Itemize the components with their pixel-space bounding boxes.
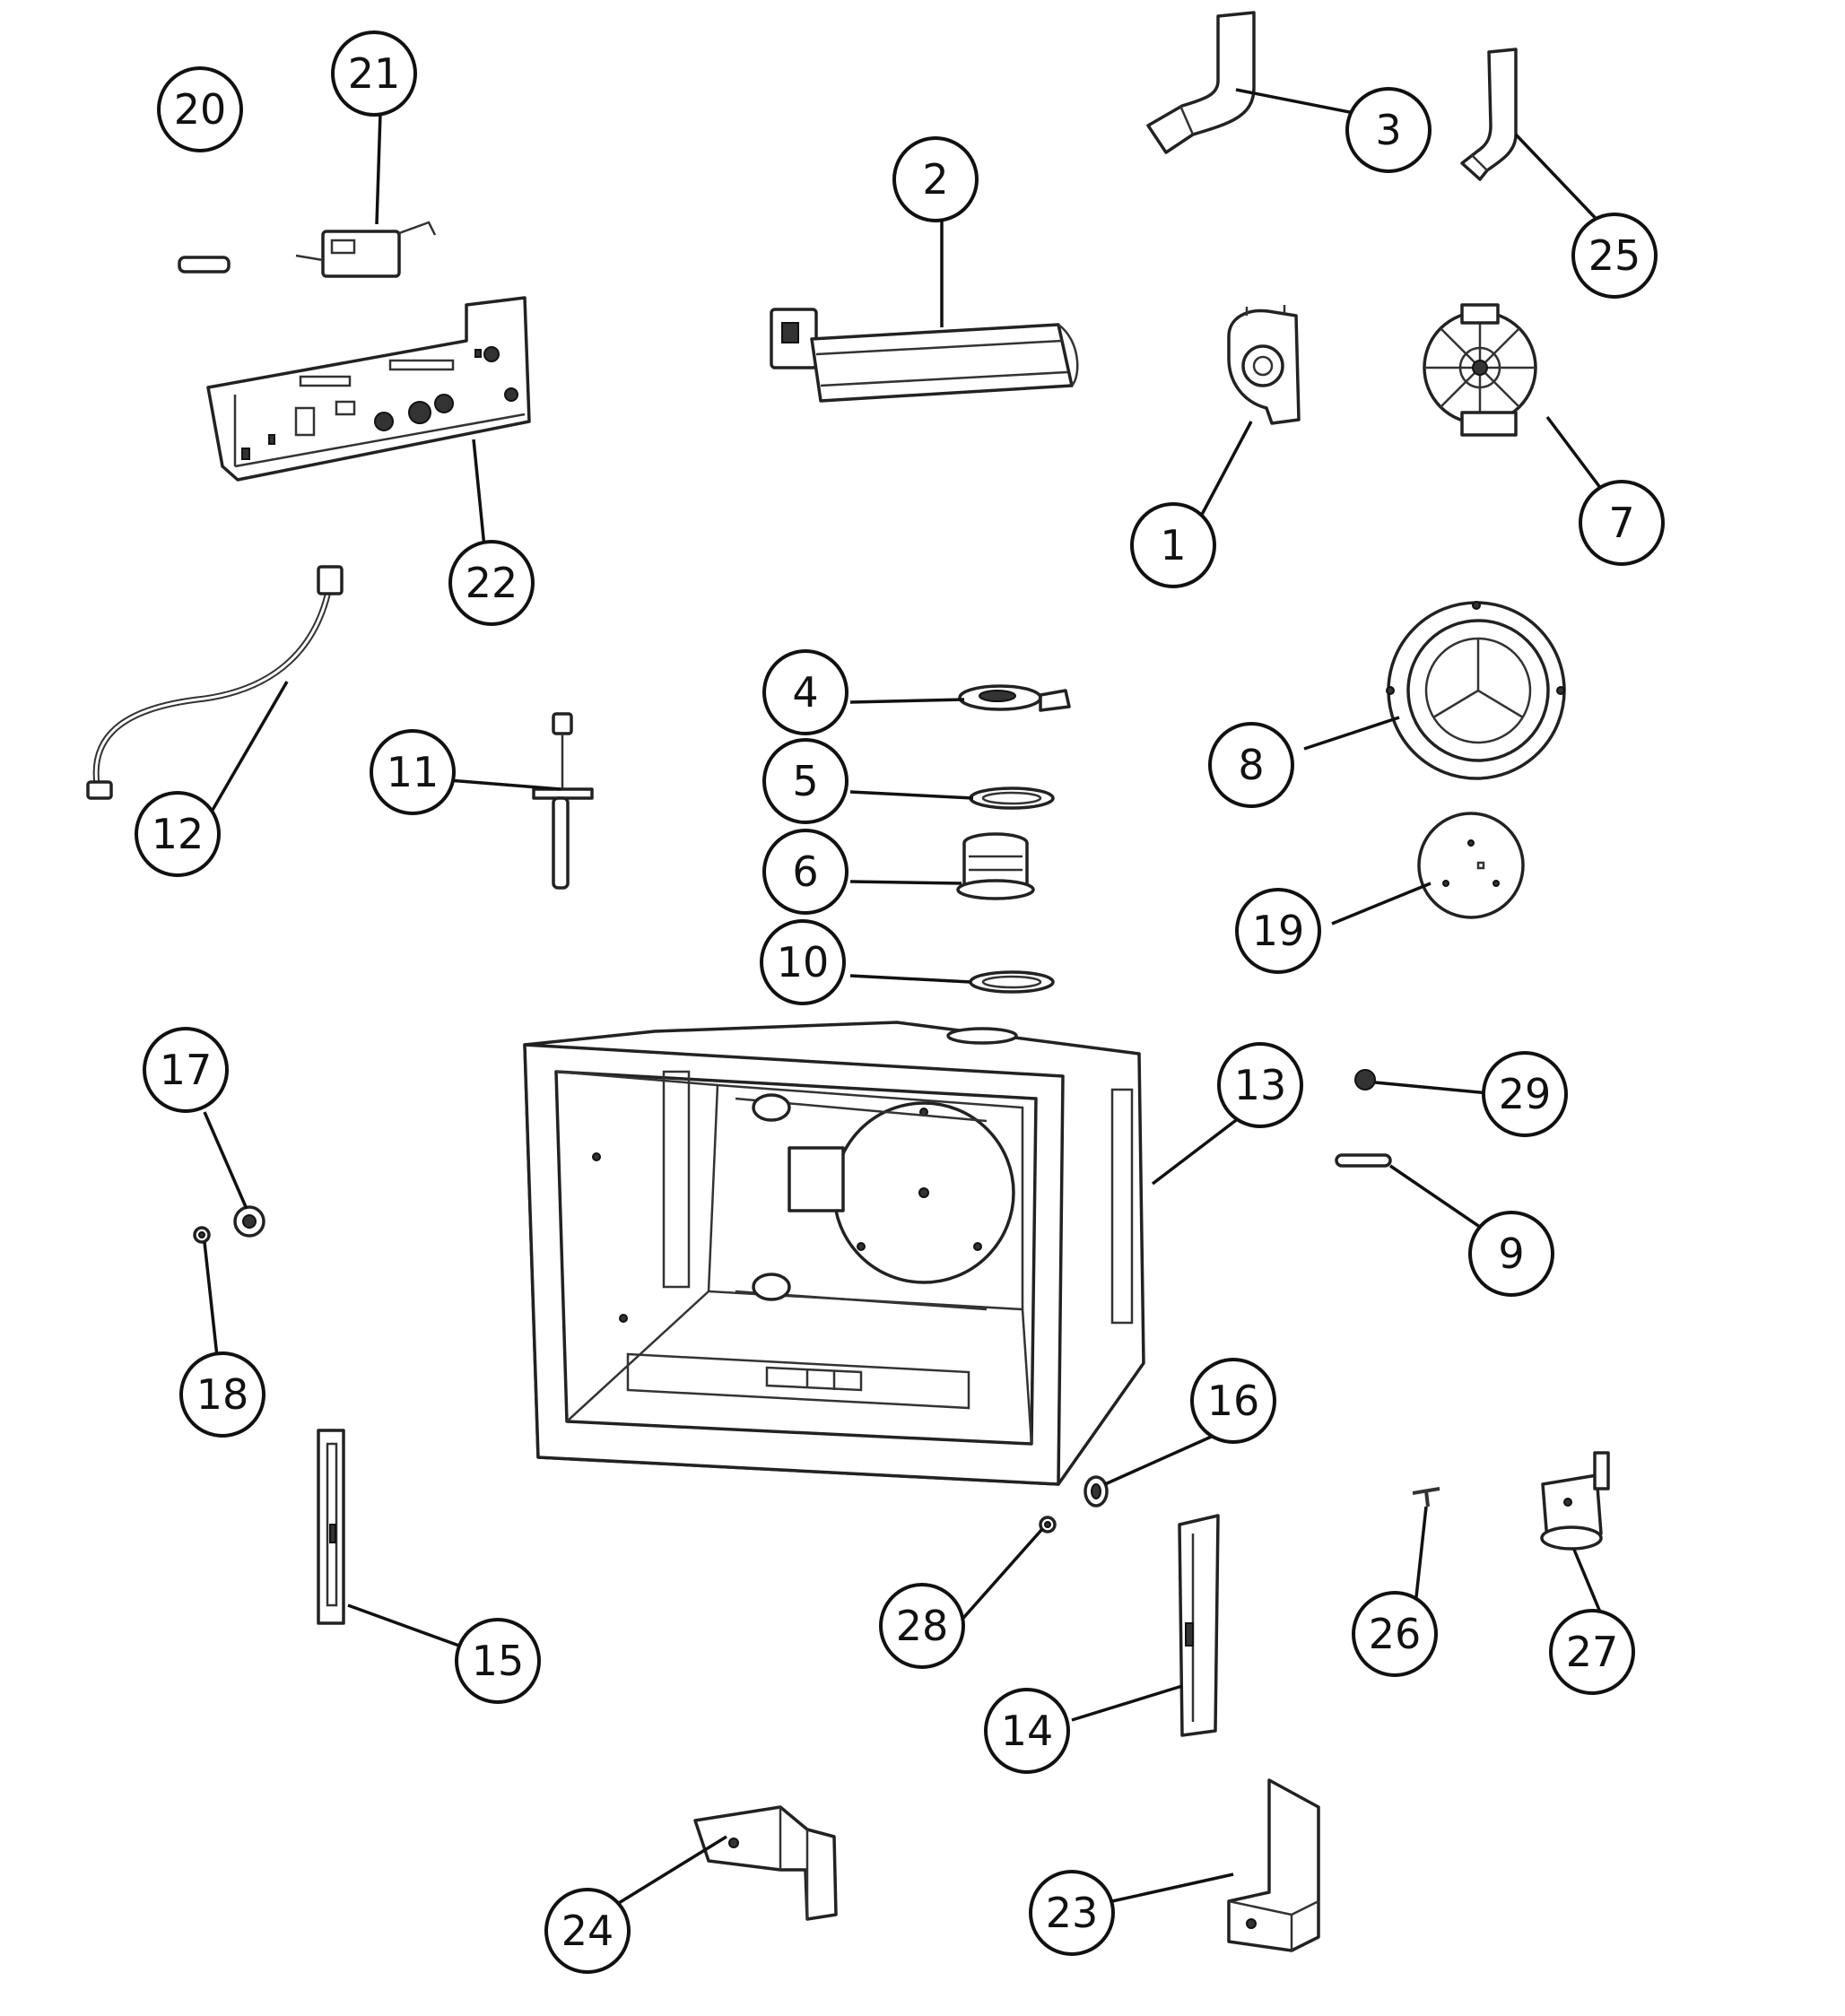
part-9-clip [1335, 1153, 1392, 1168]
svg-text:8: 8 [1238, 741, 1264, 789]
part-28-screw [1039, 1516, 1057, 1534]
part-4-lamp-socket [958, 684, 1071, 712]
svg-text:24: 24 [561, 1907, 614, 1955]
callout-10: 10 [760, 919, 846, 1005]
callout-3: 3 [1345, 87, 1432, 173]
callout-6: 6 [762, 829, 849, 915]
svg-text:21: 21 [348, 49, 401, 98]
part-2-tangential-fan [770, 308, 1079, 403]
part-29-nut [1354, 1069, 1376, 1091]
callout-20: 20 [157, 66, 243, 152]
part-23-bracket [1227, 1778, 1320, 1952]
callout-8: 8 [1208, 722, 1294, 808]
part-17-grommet [233, 1205, 265, 1238]
callout-14: 14 [984, 1688, 1070, 1774]
svg-text:2: 2 [922, 155, 948, 204]
callout-9: 9 [1468, 1211, 1554, 1297]
svg-text:27: 27 [1566, 1628, 1619, 1676]
svg-text:22: 22 [466, 559, 518, 607]
svg-text:6: 6 [792, 847, 818, 896]
callout-13: 13 [1217, 1042, 1303, 1128]
part-7-convection-motor [1423, 303, 1537, 437]
svg-text:28: 28 [896, 1602, 949, 1650]
part-18-screw [193, 1226, 211, 1244]
svg-text:5: 5 [792, 757, 818, 805]
part-27-thermostat [1540, 1451, 1610, 1551]
part-20-pin [178, 256, 231, 274]
callout-12: 12 [135, 791, 221, 877]
part-14-hinge [1178, 1514, 1220, 1737]
callout-1: 1 [1130, 502, 1216, 588]
svg-text:11: 11 [387, 748, 439, 796]
svg-text:18: 18 [196, 1370, 249, 1419]
part-16-grommet [1084, 1475, 1109, 1508]
callout-22: 22 [448, 540, 535, 626]
part-3-duct [1146, 11, 1256, 154]
svg-text:23: 23 [1046, 1889, 1099, 1937]
callout-29: 29 [1482, 1051, 1568, 1137]
part-19-disc-plate [1417, 812, 1525, 919]
part-21-micro-switch [295, 221, 437, 278]
svg-text:26: 26 [1369, 1610, 1422, 1658]
svg-text:12: 12 [152, 810, 205, 858]
part-25-duct [1460, 48, 1518, 181]
svg-text:20: 20 [174, 85, 227, 134]
callout-18: 18 [179, 1351, 265, 1438]
callout-28: 28 [879, 1583, 965, 1669]
callout-16: 16 [1190, 1358, 1276, 1444]
part-15-hinge [317, 1429, 345, 1625]
svg-text:7: 7 [1608, 499, 1634, 547]
callout-19: 19 [1235, 888, 1321, 974]
svg-text:19: 19 [1252, 907, 1305, 955]
svg-text:9: 9 [1498, 1230, 1524, 1278]
part-1-blower-motor [1227, 305, 1301, 425]
callout-27: 27 [1549, 1609, 1635, 1695]
svg-text:29: 29 [1499, 1070, 1552, 1118]
part-6-lamp-cover [956, 832, 1035, 900]
callout-5: 5 [762, 738, 849, 824]
svg-text:15: 15 [472, 1637, 525, 1685]
callout-11: 11 [370, 729, 456, 815]
svg-text:4: 4 [792, 668, 818, 717]
callout-15: 15 [455, 1618, 541, 1704]
callout-21: 21 [331, 30, 417, 117]
svg-text:13: 13 [1234, 1061, 1287, 1109]
svg-text:16: 16 [1207, 1377, 1260, 1425]
svg-text:25: 25 [1588, 231, 1641, 280]
leader-lines [203, 84, 1616, 1907]
callout-25: 25 [1571, 213, 1658, 299]
part-12-wire-harness [86, 565, 344, 800]
svg-text:14: 14 [1001, 1707, 1054, 1755]
svg-text:1: 1 [1160, 521, 1186, 569]
callout-26: 26 [1352, 1591, 1438, 1677]
part-26-clip [1412, 1487, 1440, 1508]
part-8-fan-cover [1386, 601, 1566, 780]
callout-23: 23 [1029, 1870, 1115, 1956]
part-22-control-board [206, 296, 531, 482]
callout-24: 24 [544, 1888, 631, 1974]
part-5-gasket [969, 786, 1055, 810]
part-24-bracket [693, 1805, 838, 1921]
svg-text:3: 3 [1375, 106, 1401, 154]
callout-2: 2 [892, 136, 979, 222]
part-11-temperature-probe [532, 712, 594, 890]
callout-4: 4 [762, 649, 849, 735]
part-10-gasket [969, 970, 1055, 994]
part-13-oven-cavity [523, 1021, 1145, 1486]
svg-text:17: 17 [160, 1046, 213, 1094]
callout-7: 7 [1579, 480, 1665, 566]
callout-17: 17 [143, 1027, 229, 1113]
svg-text:10: 10 [777, 938, 830, 986]
